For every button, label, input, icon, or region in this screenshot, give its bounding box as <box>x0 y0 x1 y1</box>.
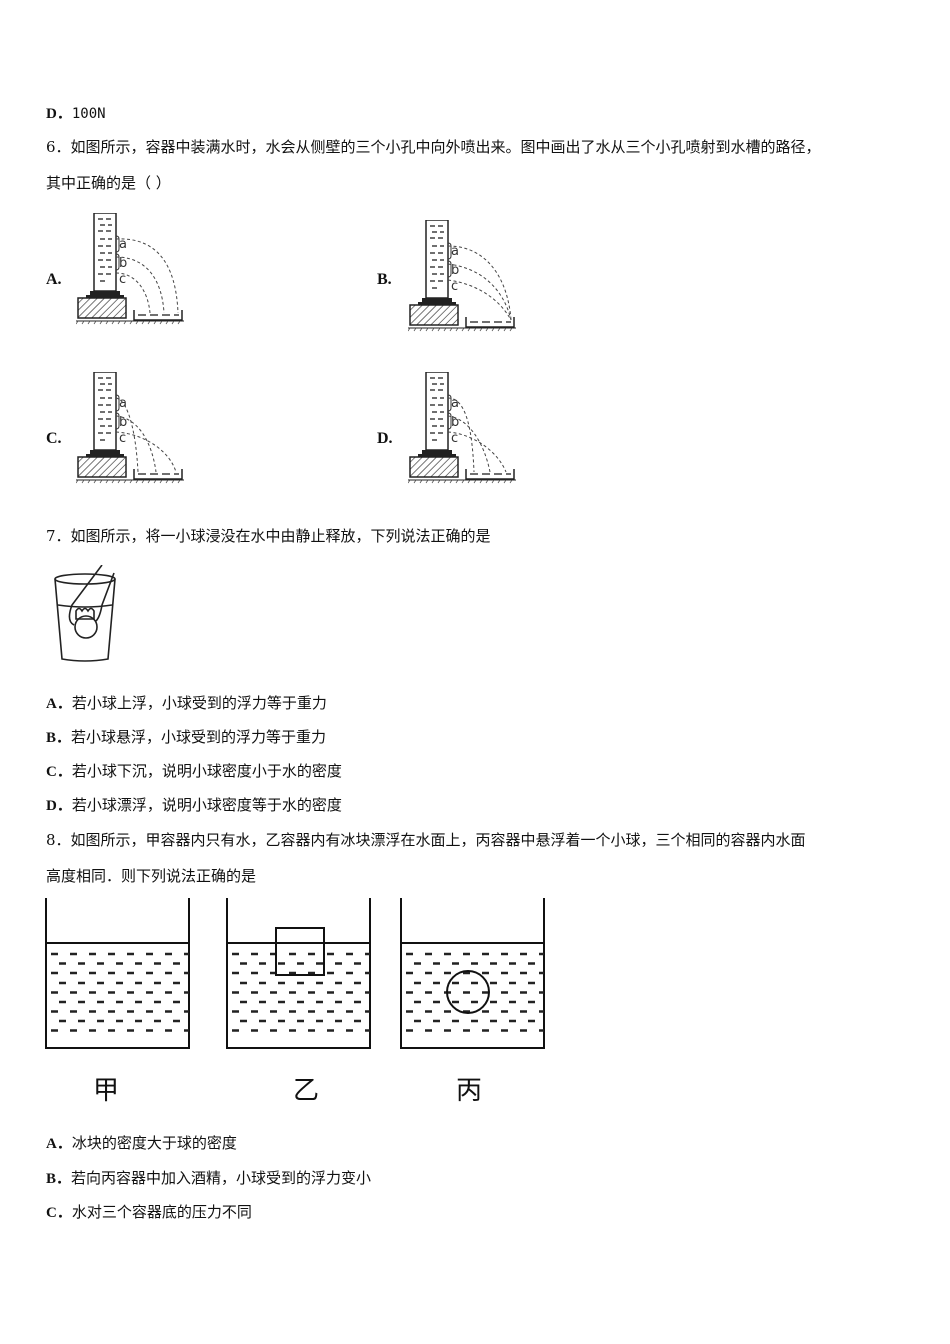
option-text: 若向丙容器中加入酒精，小球受到的浮力变小 <box>71 1169 372 1187</box>
q8-caption-bing: 丙 <box>456 1076 483 1106</box>
q8-caption-jia: 甲 <box>93 1076 120 1106</box>
q6-option-c-label[interactable]: C. <box>46 430 62 447</box>
q8-stem-line1: 8．如图所示，甲容器内只有水，乙容器内有冰块漂浮在水面上，丙容器中悬浮着一个小球… <box>46 831 806 849</box>
q6-option-b-figure[interactable] <box>408 220 520 334</box>
option-label: C． <box>46 1205 72 1221</box>
q6-stem-line1: 6．如图所示，容器中装满水时，水会从侧壁的三个小孔中向外喷出来。图中画出了水从三… <box>46 138 821 156</box>
q7-option-c[interactable]: C．若小球下沉，说明小球密度小于水的密度 <box>46 761 342 782</box>
q6-option-d-label[interactable]: D. <box>377 430 393 447</box>
q6-option-a-label[interactable]: A. <box>46 271 62 288</box>
option-label: A． <box>46 696 72 712</box>
q7-option-d[interactable]: D．若小球漂浮，说明小球密度等于水的密度 <box>46 795 342 816</box>
prev-option-d: D．100N <box>46 103 106 124</box>
option-text: 若小球下沉，说明小球密度小于水的密度 <box>71 762 342 780</box>
q8-option-b[interactable]: B．若向丙容器中加入酒精，小球受到的浮力变小 <box>46 1168 371 1189</box>
q8-stem-line2: 高度相同．则下列说法正确的是 <box>46 867 257 885</box>
q6-stem-line2: 其中正确的是（ ） <box>46 174 171 192</box>
option-label: D． <box>46 798 72 814</box>
q7-beaker-figure <box>54 565 116 662</box>
option-label: B． <box>46 1171 72 1187</box>
option-text: 若小球悬浮，小球受到的浮力等于重力 <box>71 728 327 746</box>
q8-container-bing <box>400 898 546 1050</box>
q6-option-d-figure[interactable] <box>408 372 520 486</box>
option-label: B． <box>46 730 72 746</box>
option-text: 100N <box>71 106 106 122</box>
option-text: 若小球漂浮，说明小球密度等于水的密度 <box>71 796 342 814</box>
q7-option-b[interactable]: B．若小球悬浮，小球受到的浮力等于重力 <box>46 727 326 748</box>
q6-option-c-figure[interactable] <box>76 372 188 486</box>
option-label: D． <box>46 106 72 122</box>
option-text: 冰块的密度大于球的密度 <box>71 1134 237 1152</box>
option-text: 若小球上浮，小球受到的浮力等于重力 <box>71 694 327 712</box>
q8-caption-yi: 乙 <box>293 1076 320 1106</box>
q8-option-c[interactable]: C．水对三个容器底的压力不同 <box>46 1202 252 1223</box>
q6-option-a-figure[interactable] <box>76 213 188 327</box>
q8-container-yi <box>226 898 372 1050</box>
q7-stem: 7．如图所示，将一小球浸没在水中由静止释放，下列说法正确的是 <box>46 527 491 545</box>
option-label: A． <box>46 1136 72 1152</box>
q6-option-b-label[interactable]: B. <box>377 271 392 288</box>
q7-option-a[interactable]: A．若小球上浮，小球受到的浮力等于重力 <box>46 693 327 714</box>
option-text: 水对三个容器底的压力不同 <box>71 1203 252 1221</box>
q8-option-a[interactable]: A．冰块的密度大于球的密度 <box>46 1133 237 1154</box>
option-label: C． <box>46 764 72 780</box>
q8-container-jia <box>45 898 191 1050</box>
